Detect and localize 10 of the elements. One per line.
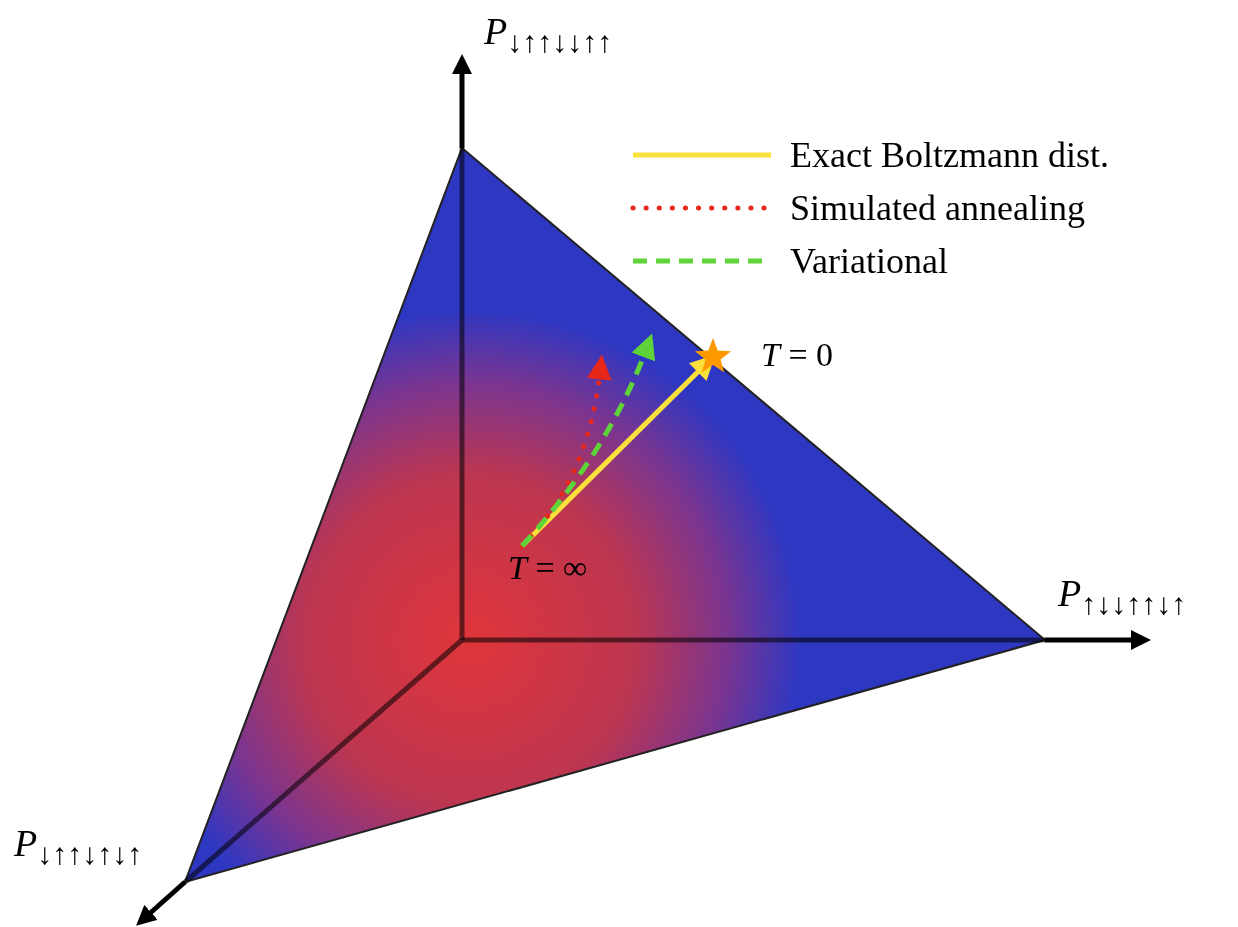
legend-label: Variational <box>790 239 948 283</box>
state-label: T = ∞ <box>508 546 588 590</box>
legend-label: Exact Boltzmann dist. <box>790 133 1109 177</box>
arrow <box>519 354 612 549</box>
legend-label: Simulated annealing <box>790 186 1085 230</box>
axis-label: P$_{↓↑↑↓↓↑↑}$ <box>484 9 613 56</box>
arrow <box>520 333 655 548</box>
state-label: T = 0 <box>761 335 834 375</box>
axis-label: P$_{↑↓↓↑↑↓↑}$ <box>1058 571 1187 618</box>
axis-label: P$_{↓↑↑↓↑↓↑}$ <box>14 821 143 868</box>
